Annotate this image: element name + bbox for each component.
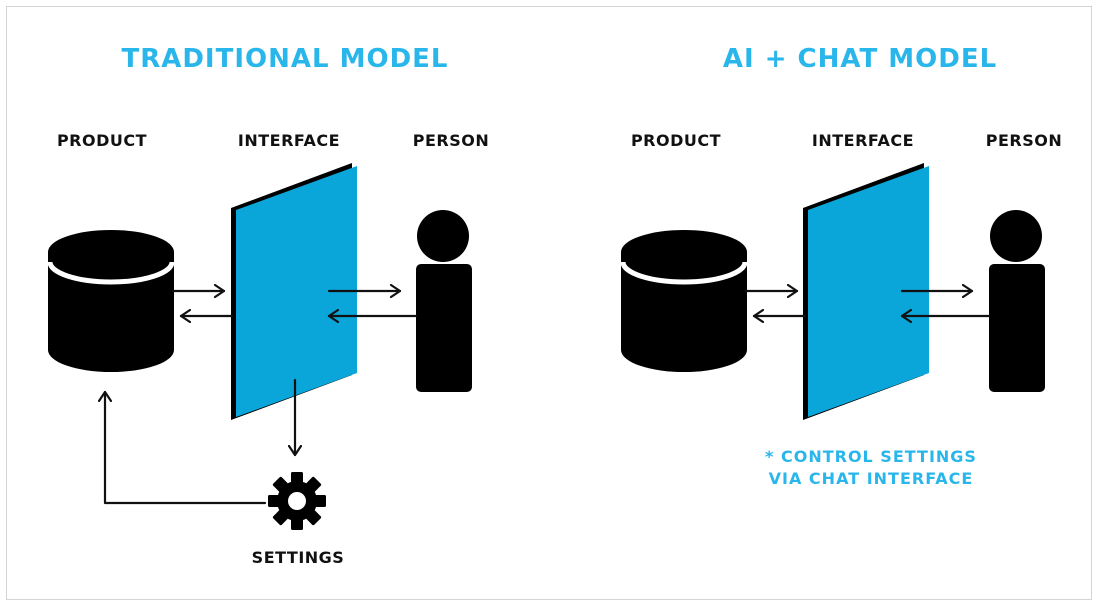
database-icon: [620, 230, 748, 372]
gear-icon: [268, 472, 326, 530]
ai-interface-label: INTERFACE: [812, 131, 914, 150]
interface-panel: [231, 163, 357, 420]
ai-person-label: PERSON: [986, 131, 1063, 150]
arrow-settings-to-product: [105, 390, 267, 505]
chat-note-line1: * CONTROL SETTINGS: [765, 447, 977, 466]
traditional-model: TRADITIONAL MODEL PRODUCT INTERFACE PERS…: [47, 44, 490, 567]
traditional-title: TRADITIONAL MODEL: [121, 44, 448, 74]
person-icon: [989, 210, 1045, 392]
settings-label: SETTINGS: [252, 548, 345, 567]
traditional-interface-label: INTERFACE: [238, 131, 340, 150]
ai-chat-model: AI + CHAT MODEL PRODUCT INTERFACE PERSON…: [620, 44, 1063, 488]
ai-chat-title: AI + CHAT MODEL: [723, 44, 997, 74]
interface-panel: [803, 163, 929, 420]
chat-note-line2: VIA CHAT INTERFACE: [769, 469, 974, 488]
traditional-product-label: PRODUCT: [57, 131, 147, 150]
database-icon: [47, 230, 175, 372]
person-icon: [416, 210, 472, 392]
ai-product-label: PRODUCT: [631, 131, 721, 150]
traditional-person-label: PERSON: [413, 131, 490, 150]
